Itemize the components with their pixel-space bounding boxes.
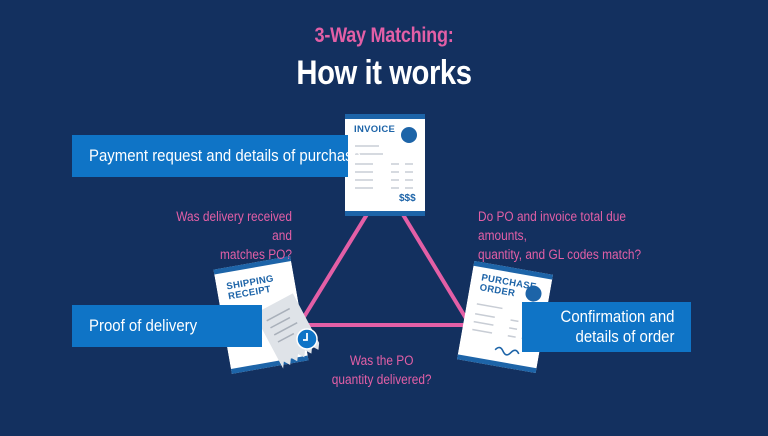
question-amounts-match: Do PO and invoice total due amounts, qua… [478,209,642,262]
proof-of-delivery-label: Proof of delivery [72,305,262,347]
invoice-amount: $$$ [399,193,416,204]
invoice-label: INVOICE [354,124,396,135]
invoice-document: INVOICE $$$ [345,114,425,216]
question-quantity-delivered: Was the PO quantity delivered? [332,353,432,387]
question-delivery-received: Was delivery received and matches PO? [176,209,292,262]
clock-icon [296,328,318,350]
diagram-title: How it works [296,54,472,92]
receipt-slip-icon [254,293,322,369]
confirmation-label: Confirmation and details of order [522,302,691,352]
payment-request-label: Payment request and details of purchase [72,135,361,177]
diagram-subtitle: 3-Way Matching: [314,24,454,47]
